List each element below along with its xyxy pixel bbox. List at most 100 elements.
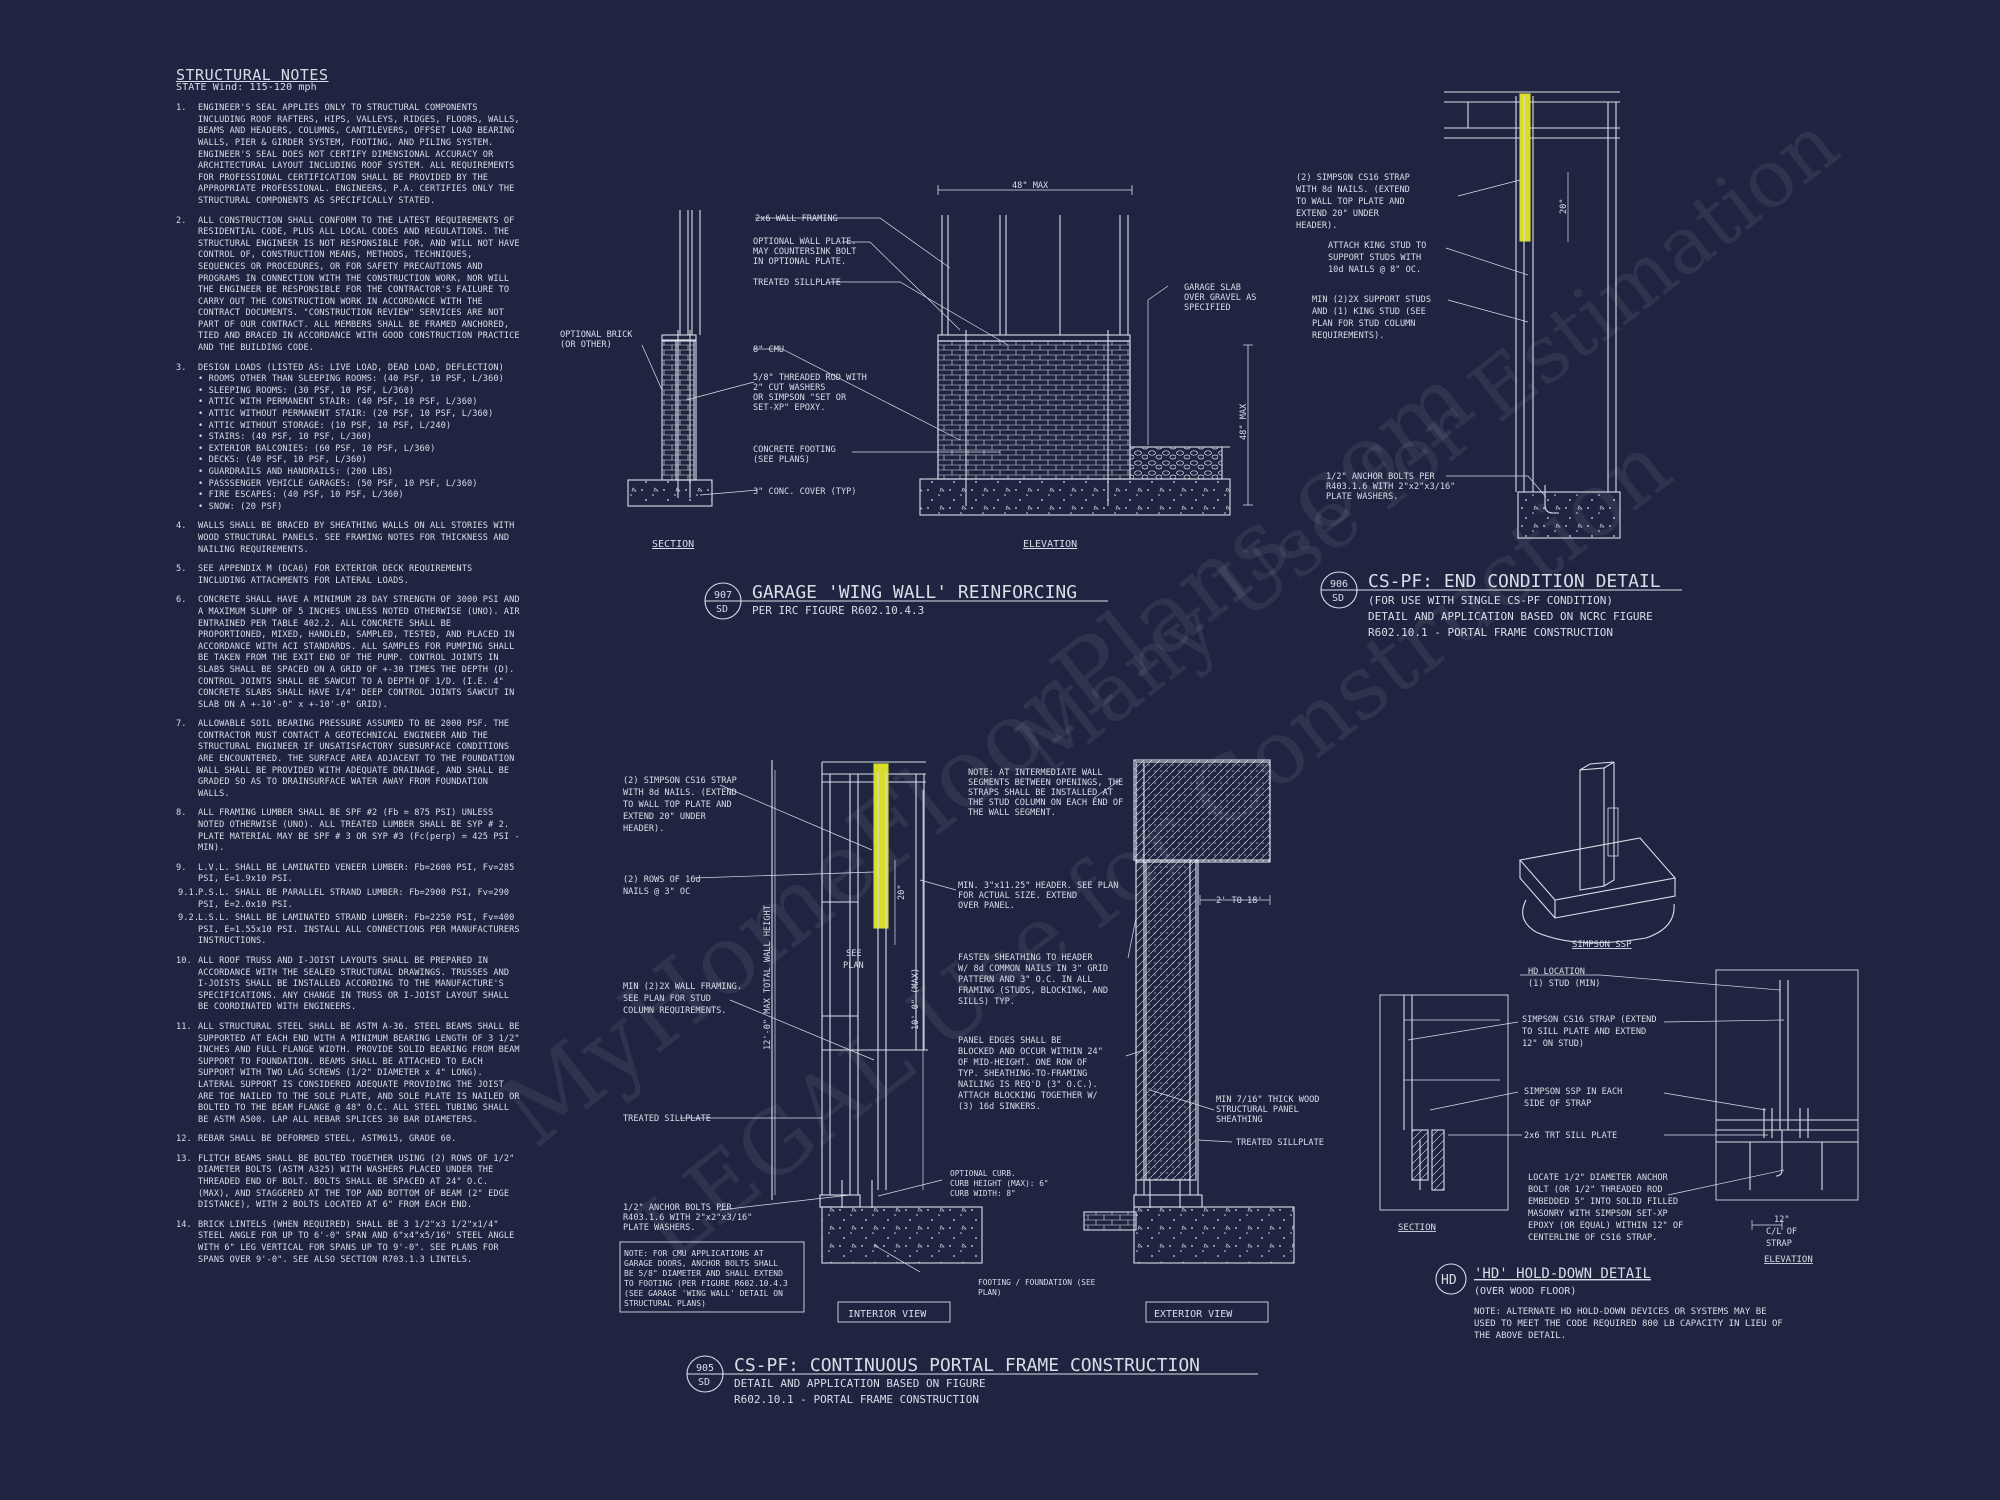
label: OPTIONAL BRICK	[560, 330, 633, 340]
label: SHEATHING	[1216, 1115, 1263, 1125]
detail-hd-title: 'HD' HOLD-DOWN DETAIL	[1474, 1266, 1651, 1282]
label: (SEE GARAGE 'WING WALL' DETAIL ON	[624, 1289, 783, 1298]
label: 1/2" ANCHOR BOLTS PER	[1326, 472, 1435, 482]
label: SEE PLAN FOR STUD	[623, 994, 711, 1004]
label: GARAGE SLAB	[1184, 283, 1241, 293]
label: TO WALL TOP PLATE AND	[1296, 197, 1405, 207]
exterior-view-box	[1145, 1301, 1269, 1323]
label: REQUIREMENTS).	[1312, 331, 1384, 341]
bubble-hd	[1435, 1263, 1467, 1295]
label: 20"	[1559, 198, 1569, 214]
section-caption: SECTION	[652, 539, 694, 550]
label: MIN (2)2X WALL FRAMING.	[623, 982, 742, 992]
end-condition-labels: (2) SIMPSON CS16 STRAP WITH 8d NAILS. (E…	[1296, 173, 1569, 502]
note-item: 13.FLITCH BEAMS SHALL BE BOLTED TOGETHER…	[176, 1153, 515, 1211]
label: 48" MAX	[1012, 181, 1049, 191]
detail-907-title: GARAGE 'WING WALL' REINFORCING	[752, 582, 1077, 603]
interior-view-caption: INTERIOR VIEW	[848, 1309, 927, 1320]
label: (2) ROWS OF 16d	[623, 875, 701, 885]
label: MASONRY WITH SIMPSON SET-XP	[1528, 1209, 1668, 1219]
label: NAILS @ 3" OC	[623, 887, 690, 897]
label: HD LOCATION	[1528, 967, 1585, 977]
exterior-view-caption: EXTERIOR VIEW	[1154, 1309, 1233, 1320]
label: CONCRETE FOOTING	[753, 445, 836, 455]
label: ATTACH KING STUD TO	[1328, 241, 1426, 251]
hd-elevation	[1715, 969, 1859, 1230]
simpson-ssp-iso	[1518, 761, 1677, 944]
detail-hd-note-3: THE ABOVE DETAIL.	[1474, 1331, 1566, 1341]
label: 5/8" THREADED ROD WITH	[753, 373, 867, 383]
note-item: 2.ALL CONSTRUCTION SHALL CONFORM TO THE …	[176, 215, 520, 354]
title-905: 905 SD CS-PF: CONTINUOUS PORTAL FRAME CO…	[696, 1355, 1200, 1406]
label: OVER PANEL.	[958, 901, 1015, 911]
label: EMBEDDED 5" INTO SOLID FILLED	[1528, 1197, 1678, 1207]
label: PLATE WASHERS.	[623, 1223, 695, 1233]
label: WITH 8d NAILS. (EXTEND	[623, 788, 737, 798]
bubble-907-sheet: SD	[716, 604, 728, 615]
label: SEGMENTS BETWEEN OPENINGS, THE	[968, 778, 1123, 788]
detail-906-line1: (FOR USE WITH SINGLE CS-PF CONDITION)	[1368, 594, 1613, 607]
bubble-905-num: 905	[696, 1363, 714, 1374]
label: FOR ACTUAL SIZE. EXTEND	[958, 891, 1077, 901]
label: MIN. 3"x11.25" HEADER. SEE PLAN	[958, 881, 1118, 891]
label: PLATE WASHERS.	[1326, 492, 1398, 502]
interior-view-box	[837, 1301, 951, 1323]
label: OR SIMPSON "SET OR	[753, 393, 847, 403]
label: TREATED SILLPLATE	[1236, 1138, 1324, 1148]
label: TO SILL PLATE AND EXTEND	[1522, 1027, 1646, 1037]
label: TYP. SHEATHING-TO-FRAMING	[958, 1069, 1087, 1079]
label: PLAN	[843, 961, 864, 971]
bubble-905-sheet: SD	[698, 1377, 710, 1388]
title-hd: HD 'HD' HOLD-DOWN DETAIL (OVER WOOD FLOO…	[1441, 1266, 1783, 1341]
label: STRUCTURAL PLANS)	[624, 1299, 706, 1308]
label: BE 5/8" DIAMETER AND SHALL EXTEND	[624, 1269, 783, 1278]
label: 48" MAX	[1239, 403, 1249, 440]
label: TO FOOTING (PER FIGURE R602.10.4.3	[624, 1279, 788, 1288]
label: 2" CUT WASHERS	[753, 383, 825, 393]
label: SEE	[846, 949, 862, 959]
label: 12'-0" MAX TOTAL WALL HEIGHT	[763, 905, 773, 1050]
label: (2) SIMPSON CS16 STRAP	[1296, 173, 1410, 183]
detail-hd-subtitle: (OVER WOOD FLOOR)	[1474, 1286, 1576, 1297]
label: (2) SIMPSON CS16 STRAP	[623, 776, 737, 786]
label: STRUCTURAL PANEL	[1216, 1105, 1299, 1115]
note-item: 11.ALL STRUCTURAL STEEL SHALL BE ASTM A-…	[176, 1021, 520, 1125]
label: SET-XP" EPOXY.	[753, 403, 825, 413]
label: (3) 16d SINKERS.	[958, 1102, 1041, 1112]
label: SIMPSON SSP IN EACH	[1524, 1087, 1622, 1097]
label: W/ 8d COMMON NAILS IN 3" GRID	[958, 964, 1108, 974]
hd-labels: SIMPSON SSP HD LOCATION (1) STUD (MIN) S…	[1398, 940, 1813, 1265]
label: MIN 7/16" THICK WOOD	[1216, 1095, 1319, 1105]
label: TREATED SILLPLATE	[623, 1114, 711, 1124]
elevation-caption: ELEVATION	[1764, 1255, 1813, 1265]
label: C/L OF	[1766, 1227, 1797, 1237]
label: TREATED SILLPLATE	[753, 278, 841, 288]
label: 12"	[1774, 1215, 1790, 1225]
wing-wall-labels: 48" MAX 2x6 WALL FRAMING OPTIONAL WALL P…	[560, 181, 1256, 550]
note-item: 12.REBAR SHALL BE DEFORMED STEEL, ASTM61…	[176, 1134, 457, 1145]
label: NOTE: AT INTERMEDIATE WALL	[968, 768, 1103, 778]
label: R403.1.6 WITH 2"x2"x3/16"	[1326, 482, 1455, 492]
note-item: 5.SEE APPENDIX M (DCA6) FOR EXTERIOR DEC…	[176, 564, 473, 586]
label: (SEE PLANS)	[753, 455, 810, 465]
label: BLOCKED AND OCCUR WITHIN 24"	[958, 1047, 1103, 1057]
label: AND (1) KING STUD (SEE	[1312, 307, 1426, 317]
label: PANEL EDGES SHALL BE	[958, 1036, 1061, 1046]
label: 2' TO 18'	[1216, 896, 1263, 906]
label: EPOXY (OR EQUAL) WITHIN 12" OF	[1528, 1221, 1683, 1231]
portal-leaders	[680, 779, 1233, 1273]
portal-exterior-view	[1083, 759, 1295, 1264]
detail-906-line2: DETAIL AND APPLICATION BASED ON NCRC FIG…	[1368, 610, 1653, 623]
label: SILLS) TYP.	[958, 997, 1015, 1007]
wing-wall-section	[627, 210, 713, 507]
detail-905-line2: R602.10.1 - PORTAL FRAME CONSTRUCTION	[734, 1393, 979, 1406]
label: 10'-0" (MAX)	[911, 968, 921, 1030]
label: MIN (2)2X SUPPORT STUDS	[1312, 295, 1431, 305]
section-caption: SECTION	[1398, 1223, 1436, 1233]
detail-907-subtitle: PER IRC FIGURE R602.10.4.3	[752, 604, 924, 617]
label: GARAGE DOORS, ANCHOR BOLTS SHALL	[624, 1259, 778, 1268]
note-item: 6.CONCRETE SHALL HAVE A MINIMUM 28 DAY S…	[176, 595, 520, 710]
note-item: 14.BRICK LINTELS (WHEN REQUIRED) SHALL B…	[176, 1219, 515, 1265]
label: 3" CONC. COVER (TYP)	[753, 487, 856, 497]
label: CENTERLINE OF CS16 STRAP.	[1528, 1233, 1657, 1243]
